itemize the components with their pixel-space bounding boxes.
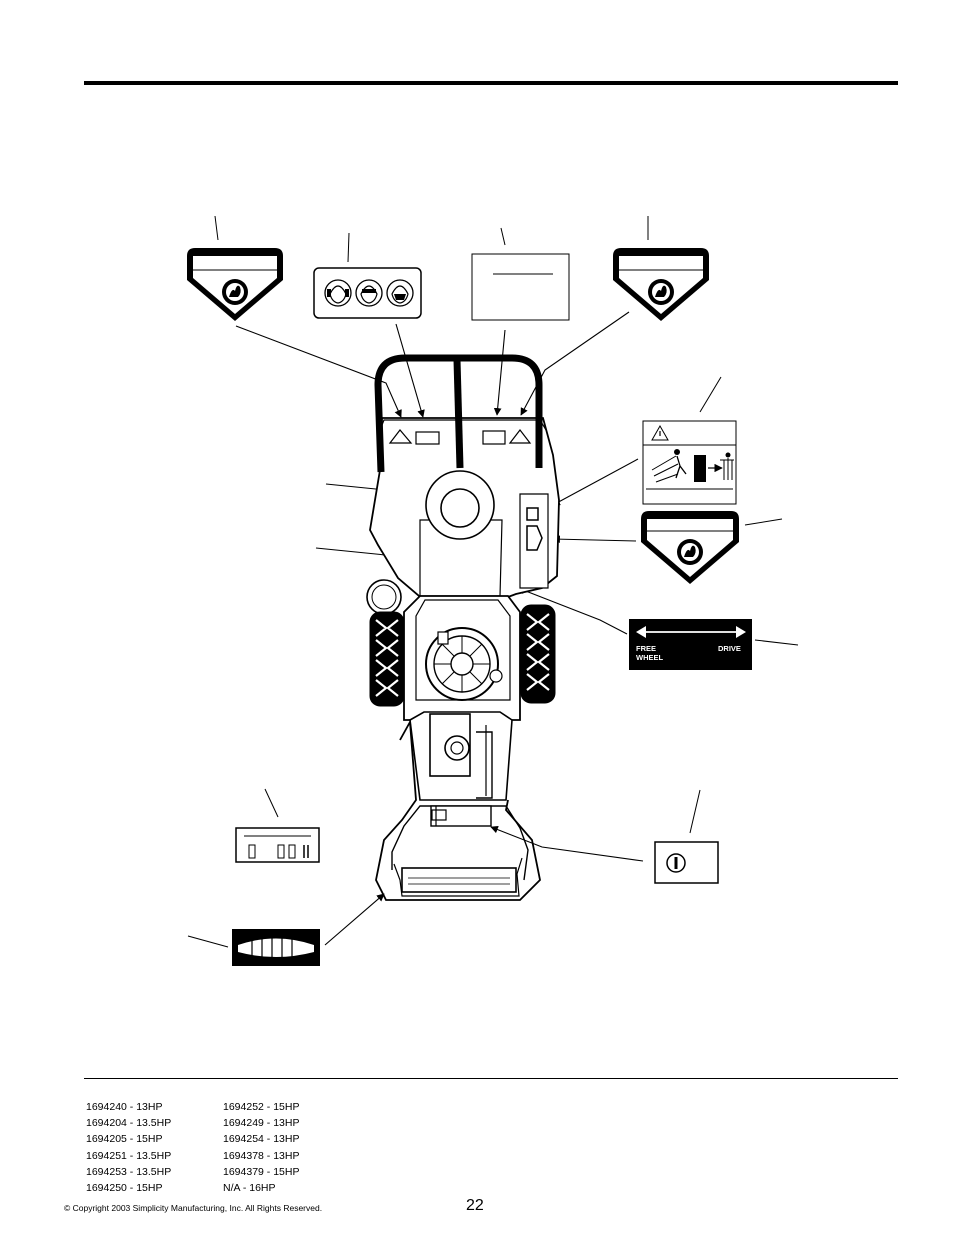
height-adjust-decal xyxy=(232,929,320,966)
model-entry: 1694379 - 15HP xyxy=(223,1165,300,1178)
warning-decal-pentagon-right xyxy=(613,248,709,321)
blank-decal xyxy=(471,253,570,321)
model-entry: 1694254 - 13HP xyxy=(223,1133,300,1146)
free-wheel-label-line1: FREE xyxy=(636,644,656,653)
section-divider xyxy=(84,1078,898,1079)
free-wheel-label-line2: WHEEL xyxy=(636,653,664,662)
model-entry: 1694253 - 13.5HP xyxy=(86,1165,172,1178)
top-rule xyxy=(84,81,898,85)
model-column-2: 1694252 - 15HP 1694249 - 13HP 1694254 - … xyxy=(223,1099,299,1196)
thrown-objects-decal xyxy=(642,420,737,505)
ignition-key-decal xyxy=(654,841,719,884)
drive-label: DRIVE xyxy=(718,644,741,653)
safety-gear-decal xyxy=(313,267,422,319)
model-entry: 1694240 - 13HP xyxy=(86,1101,163,1113)
model-entry: 1694205 - 15HP xyxy=(86,1133,163,1146)
model-column-1: 1694240 - 13HP 1694204 - 13.5HP 1694205 … xyxy=(86,1099,171,1196)
model-entry: 1694378 - 13HP xyxy=(223,1149,300,1162)
model-entry: N/A - 16HP xyxy=(223,1181,276,1194)
right-tire xyxy=(520,604,556,704)
page-number: 22 xyxy=(466,1197,484,1214)
model-entry: 1694252 - 15HP xyxy=(223,1101,300,1113)
pointer-arrows xyxy=(235,311,644,946)
model-entry: 1694249 - 13HP xyxy=(223,1117,300,1130)
model-entry: 1694250 - 15HP xyxy=(86,1181,163,1194)
model-entry: 1694251 - 13.5HP xyxy=(86,1149,172,1162)
left-tire xyxy=(369,611,405,707)
mower-illustration xyxy=(366,354,560,901)
warning-decal-pentagon-mid xyxy=(641,511,739,584)
throttle-decal xyxy=(235,827,320,863)
warning-decal-pentagon-left xyxy=(187,248,283,321)
copyright-notice: © Copyright 2003 Simplicity Manufacturin… xyxy=(64,1203,323,1213)
model-entry: 1694204 - 13.5HP xyxy=(86,1117,172,1130)
free-wheel-drive-decal: FREE WHEEL DRIVE xyxy=(629,619,752,670)
